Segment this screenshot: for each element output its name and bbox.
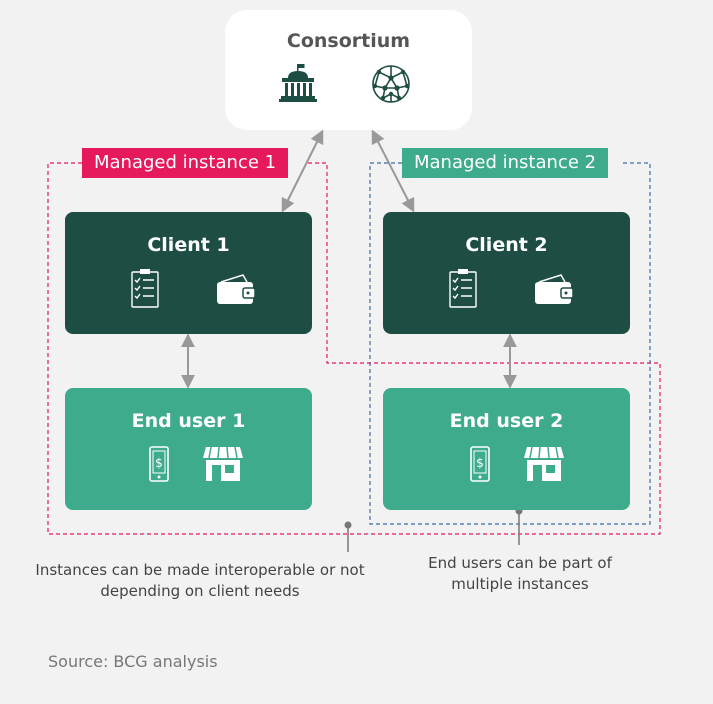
svg-text:$: $ — [155, 456, 163, 470]
managed-instance-2-tag: Managed instance 2 — [402, 148, 609, 178]
client-1-title: Client 1 — [147, 234, 230, 256]
arrow-consortium-client-2 — [371, 129, 415, 213]
end-user-1-title: End user 1 — [131, 410, 246, 432]
end-user-2-title: End user 2 — [449, 410, 564, 432]
instance-1-boundary — [47, 162, 661, 535]
consortium-title: Consortium — [286, 30, 411, 52]
storefront-icon — [524, 446, 564, 481]
end-user-1-card: End user 1 $ — [65, 388, 312, 510]
mobile-payment-icon: $ — [149, 446, 169, 482]
svg-text:$: $ — [476, 456, 484, 470]
instance-2-boundary — [369, 162, 651, 525]
network-globe-icon — [372, 65, 410, 103]
arrow-consortium-client-1 — [281, 129, 324, 213]
client-1-card: Client 1 — [65, 212, 312, 334]
clipboard-checklist-icon — [449, 269, 477, 308]
multiple-instances-note: End users can be part of multiple instan… — [428, 554, 612, 593]
wallet-icon — [535, 274, 574, 304]
clipboard-checklist-icon — [131, 269, 159, 308]
wallet-icon — [217, 274, 256, 304]
government-building-icon — [279, 64, 317, 102]
source-caption: Source: BCG analysis — [48, 652, 218, 671]
client-2-card: Client 2 — [383, 212, 630, 334]
consortium-card: Consortium — [225, 10, 472, 130]
end-user-2-card: End user 2 $ — [383, 388, 630, 510]
interoperability-note: Instances can be made interoperable or n… — [35, 561, 365, 600]
storefront-icon — [203, 446, 243, 481]
mobile-payment-icon: $ — [470, 446, 490, 482]
managed-instance-1-tag: Managed instance 1 — [82, 148, 289, 178]
client-2-title: Client 2 — [465, 234, 548, 256]
